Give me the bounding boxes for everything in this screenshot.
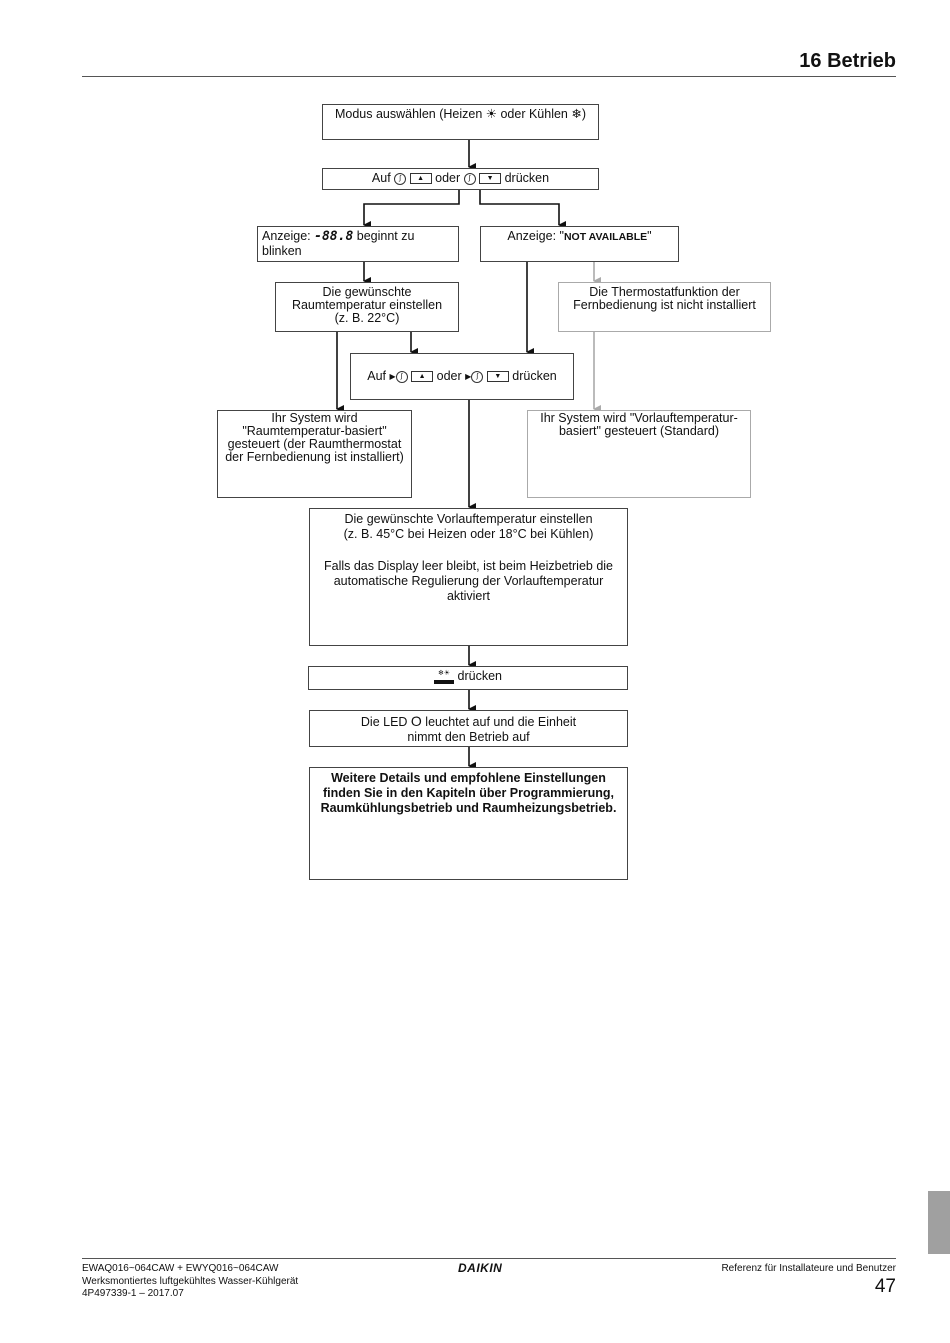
- flow-based-line2: basiert" gesteuert (Standard): [558, 424, 720, 438]
- footer-divider: [82, 1258, 896, 1259]
- press1-suffix: drücken: [504, 171, 550, 185]
- set-room-line3: (z. B. 22°C): [334, 311, 400, 325]
- mode-select-or-text: oder Kühlen: [500, 107, 568, 121]
- led-line1-a: Die LED: [360, 715, 408, 729]
- set-arrow-icon: ▶: [389, 372, 396, 382]
- set-flow-temperature-box: Die gewünschte Vorlauftemperatur einstel…: [309, 508, 628, 646]
- down-key-icon: ▼: [486, 371, 509, 383]
- set-flow-line5: aktiviert: [446, 589, 491, 603]
- set-room-line1: Die gewünschte: [322, 285, 412, 299]
- press2-or: oder: [436, 369, 462, 383]
- press-set-up-down-box: Auf ▶∫ ▲ oder ▶∫ ▼ drücken: [350, 353, 574, 400]
- display-left-suffix: beginnt zu blinken: [262, 229, 415, 258]
- on-off-button-icon: ❄☀: [434, 670, 455, 684]
- mode-select-text: Modus auswählen (Heizen: [334, 107, 483, 121]
- thermometer-icon: ∫: [395, 370, 408, 383]
- footer-model: EWAQ016~064CAW + EWYQ016~064CAW: [82, 1263, 279, 1274]
- led-indicator-icon: O: [410, 713, 422, 729]
- mode-select-box: Modus auswählen (Heizen ☀ oder Kühlen ❄): [322, 104, 599, 140]
- thermostat-na-line1: Die Thermostatfunktion der: [589, 285, 740, 299]
- flow-based-line1: Ihr System wird "Vorlauftemperatur-: [540, 411, 738, 425]
- flow-temperature-based-box: Ihr System wird "Vorlauftemperatur- basi…: [527, 410, 751, 498]
- display-blinking-box: Anzeige: -88.8 beginnt zu blinken: [257, 226, 459, 262]
- press2-prefix: Auf: [367, 369, 387, 383]
- set-arrow-icon: ▶: [465, 372, 472, 382]
- page-title: 16 Betrieb: [799, 50, 896, 72]
- set-flow-line3: Falls das Display leer bleibt, ist beim …: [323, 559, 613, 573]
- sun-icon: ☀: [485, 107, 497, 121]
- footer-doc-id: 4P497339-1 – 2017.07: [82, 1288, 184, 1299]
- room-based-line4: der Fernbedienung ist installiert): [225, 450, 404, 464]
- set-flow-line1: Die gewünschte Vorlauftemperatur einstel…: [344, 512, 593, 526]
- arrow-press-to-display-right: [479, 189, 566, 229]
- press1-prefix: Auf: [371, 171, 391, 185]
- led-line1-b: leuchtet auf und die Einheit: [425, 715, 577, 729]
- press2-suffix: drücken: [512, 369, 557, 383]
- led-line1: Die LED O leuchtet auf und die Einheit: [314, 714, 623, 730]
- display-right-suffix: ": [647, 229, 652, 243]
- down-key-icon: ▼: [479, 173, 502, 185]
- press-on-off-box: ❄☀ drücken: [308, 666, 628, 690]
- snowflake-icon: ❄: [571, 107, 582, 121]
- display-left-prefix: Anzeige:: [262, 229, 311, 243]
- set-flow-line4: automatische Regulierung der Vorlauftemp…: [333, 574, 604, 588]
- thermostat-na-line2: Fernbedienung ist nicht installiert: [573, 298, 756, 312]
- footer-description: Werksmontiertes luftgekühltes Wasser-Küh…: [82, 1275, 299, 1287]
- room-temperature-based-box: Ihr System wird "Raumtemperatur-basiert"…: [217, 410, 412, 498]
- display-right-prefix: Anzeige: ": [507, 229, 564, 243]
- press3-suffix: drücken: [457, 669, 502, 683]
- further-details-box: Weitere Details und empfohlene Einstellu…: [309, 767, 628, 880]
- details-line1: Weitere Details und empfohlene Einstellu…: [331, 771, 606, 785]
- arrow-press-to-display-left: [363, 189, 460, 229]
- thermostat-not-installed-box: Die Thermostatfunktion der Fernbedienung…: [558, 282, 771, 332]
- footer-reference: Referenz für Installateure und Benutzer: [721, 1263, 896, 1274]
- thermometer-icon: ∫: [463, 172, 476, 185]
- page-number: 47: [874, 1276, 896, 1297]
- details-line2: finden Sie in den Kapiteln über Programm…: [322, 786, 614, 800]
- thermometer-icon: ∫: [394, 172, 407, 185]
- up-key-icon: ▲: [411, 371, 434, 383]
- set-room-temperature-box: Die gewünschte Raumtemperatur einstellen…: [275, 282, 459, 332]
- footer-left-block: EWAQ016~064CAW + EWYQ016~064CAW Werksmon…: [82, 1263, 298, 1301]
- set-flow-line2: (z. B. 45°C bei Heizen oder 18°C bei Küh…: [343, 527, 594, 541]
- press1-or: oder: [435, 171, 461, 185]
- segment-display-value: -88.8: [314, 229, 354, 244]
- room-based-line3: gesteuert (der Raumthermostat: [227, 437, 402, 451]
- details-line3: Raumkühlungsbetrieb und Raumheizungsbetr…: [320, 801, 617, 815]
- header-divider: [82, 76, 896, 77]
- daikin-logo: DAIKIN: [458, 1261, 503, 1275]
- set-room-line2: Raumtemperatur einstellen: [291, 298, 443, 312]
- thermometer-icon: ∫: [471, 370, 484, 383]
- not-available-text: NOT AVAILABLE: [563, 231, 648, 243]
- mode-select-close: ): [581, 107, 587, 121]
- display-not-available-box: Anzeige: "NOT AVAILABLE": [480, 226, 679, 262]
- press-up-down-box: Auf ∫ ▲ oder ∫ ▼ drücken: [322, 168, 599, 190]
- led-on-box: Die LED O leuchtet auf und die Einheit n…: [309, 710, 628, 747]
- up-key-icon: ▲: [409, 173, 432, 185]
- room-based-line1: Ihr System wird: [271, 411, 358, 425]
- room-based-line2: "Raumtemperatur-basiert": [242, 424, 387, 438]
- chapter-side-tab: [928, 1191, 950, 1254]
- led-line2: nimmt den Betrieb auf: [407, 730, 530, 744]
